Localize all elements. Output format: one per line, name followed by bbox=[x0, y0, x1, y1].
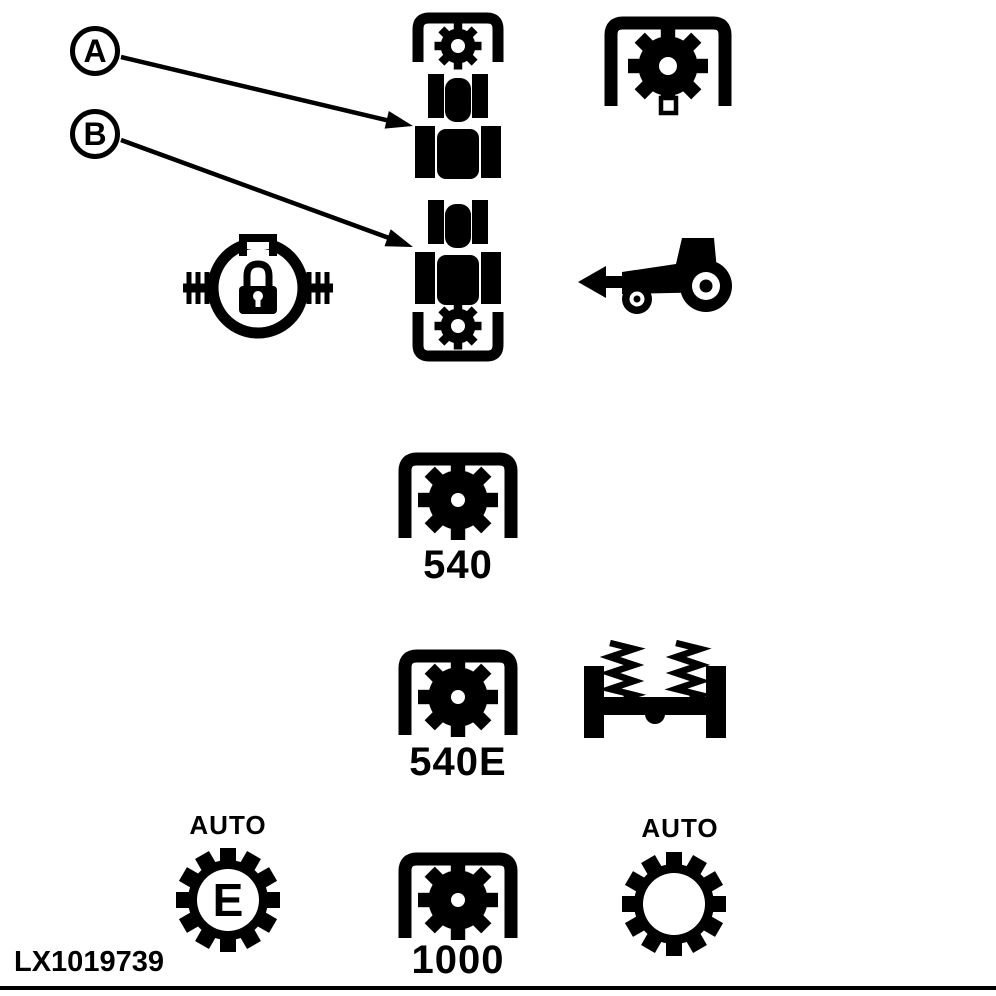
figure-code: LX1019739 bbox=[14, 946, 164, 978]
pto-540-icon bbox=[398, 452, 518, 540]
tractor-reverse-arrow-icon bbox=[578, 238, 732, 314]
page-rule bbox=[0, 986, 996, 990]
front-pto-tractor-icon bbox=[412, 12, 504, 179]
differential-lock-icon bbox=[183, 234, 333, 339]
auto-pto-label: AUTO bbox=[641, 813, 719, 843]
padlock-shackle-icon bbox=[243, 260, 273, 288]
pto-gear-bracket-icon bbox=[604, 16, 732, 116]
callout-a-label: A bbox=[83, 32, 107, 69]
callout-a: A bbox=[70, 26, 120, 76]
auto-economy-label: AUTO bbox=[189, 810, 267, 840]
rear-pto-tractor-icon bbox=[412, 200, 504, 362]
auto-economy-gear-icon bbox=[176, 848, 280, 952]
suspended-axle-icon bbox=[584, 640, 726, 738]
pto-1000-icon bbox=[398, 852, 518, 940]
callout-b-label: B bbox=[83, 115, 107, 152]
coil-spring-right-icon bbox=[664, 640, 713, 702]
auto-gear-icon bbox=[622, 852, 726, 956]
pto-540e-label: 540E bbox=[409, 740, 507, 784]
pto-540e-icon bbox=[398, 649, 518, 737]
coil-spring-left-icon bbox=[598, 640, 647, 702]
pto-1000-label: 1000 bbox=[411, 938, 505, 982]
pto-540-label: 540 bbox=[423, 543, 493, 587]
economy-e-label: E bbox=[212, 874, 244, 926]
left-arrow-icon bbox=[578, 266, 606, 298]
callout-b: B bbox=[70, 109, 120, 159]
